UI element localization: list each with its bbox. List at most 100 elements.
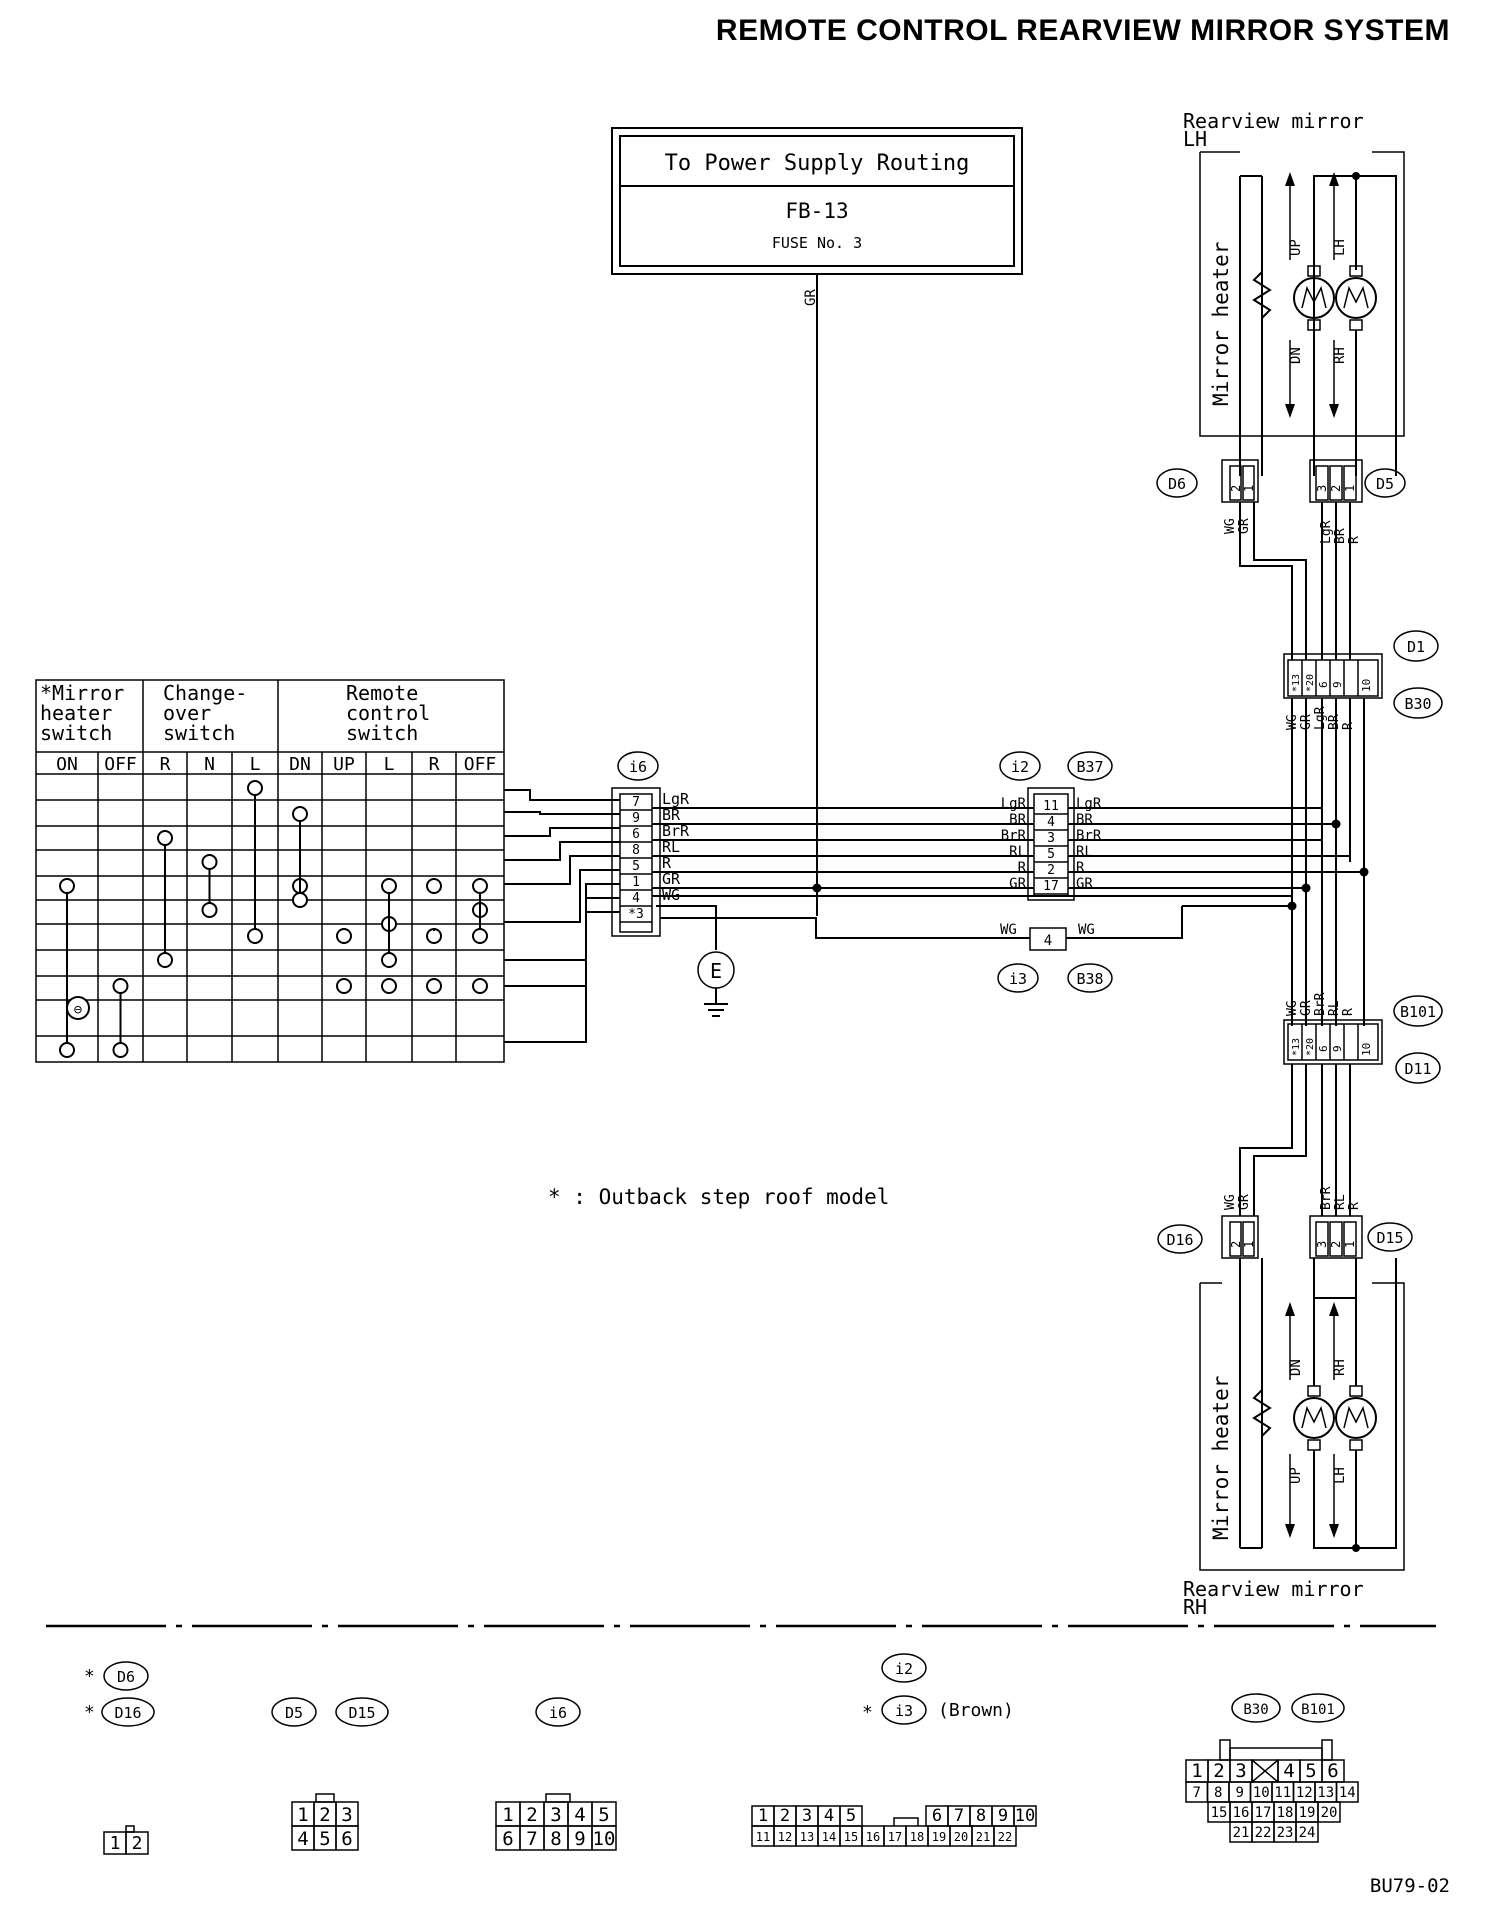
switch-wire [504,841,620,861]
i2-pin-number: 3 [1047,831,1055,846]
legend-pin-number: 18 [910,1830,924,1844]
legend-pin-number: 3 [802,1806,812,1826]
svg-text:WG: WG [1223,1194,1238,1210]
legend-pin-number: 1 [1191,1760,1202,1782]
legend-pin-number: 4 [297,1828,308,1850]
svg-text:*13: *13 [1291,1038,1302,1056]
svg-text:B101: B101 [1400,1003,1436,1021]
remote-control-switch-label: Remote [346,681,418,705]
i2-pin-number: 11 [1043,799,1059,814]
mirror-heater-switch-label: *Mirror [40,681,124,705]
splice-point [1331,819,1341,829]
i2-pin-number: 2 [1047,863,1055,878]
i6-wire-label: GR [662,870,681,888]
svg-text:*20: *20 [1305,1038,1316,1056]
svg-text:D15: D15 [1376,1229,1403,1247]
legend-pin-number: 12 [1296,1785,1313,1801]
legend-pin-number: 17 [888,1830,902,1844]
switch-col-header: ON [56,754,78,775]
lh-rh-label: RH [1332,347,1348,364]
i6-pin-number: 6 [632,827,640,842]
switch-contact [247,928,263,944]
svg-text:RL: RL [1333,1194,1348,1210]
svg-text:10: 10 [1360,679,1373,692]
connector-i3-b38: 4 WG WG i3 B38 [660,906,1183,993]
switch-contact [426,878,442,894]
svg-text:1: 1 [1242,1241,1256,1248]
i6-wire-label: R [662,854,672,872]
i6-pin-number: *3 [628,907,644,922]
svg-text:3: 3 [1315,1241,1329,1248]
svg-text:D5: D5 [1376,475,1394,493]
svg-text:10: 10 [1360,1043,1373,1056]
legend-pin-number: 13 [800,1830,814,1844]
splice-point [1301,883,1311,893]
legend-pin-number: 12 [778,1830,792,1844]
svg-text:control: control [346,701,430,725]
i2-wire-label-right: BR [1076,812,1093,828]
svg-text:B101: B101 [1301,1702,1335,1718]
svg-text:D6: D6 [117,1668,135,1686]
motor-lh-rh-icon [1335,1397,1377,1439]
switch-contact [201,854,218,870]
switch-contact [157,830,173,846]
i2-wire-label-left: R [1018,860,1027,876]
svg-text:BR: BR [1327,714,1342,730]
heater-indicator-glyph: ⊖ [74,1002,83,1018]
connector-d15: BrR RL R 3 2 1 D15 [1309,1186,1413,1259]
i2-wire-label-right: BrR [1076,828,1102,844]
svg-text:2: 2 [1229,1241,1243,1248]
svg-text:E: E [710,959,722,983]
i6-pin-number: 8 [632,843,640,858]
switch-contact [472,928,488,944]
legend-pin-number: 3 [341,1804,352,1826]
rh-dn-label: DN [1288,1359,1304,1376]
svg-text:3: 3 [1315,485,1329,492]
legend-pin-number: 7 [954,1806,964,1826]
svg-text:switch: switch [40,721,112,745]
svg-text:*: * [84,1702,95,1723]
svg-text:BrR: BrR [1319,1186,1334,1210]
i2-wire-label-right: GR [1076,876,1093,892]
switch-wire [504,855,620,885]
power-heading: To Power Supply Routing [665,151,970,176]
legend-pin-number: 9 [998,1806,1008,1826]
svg-text:D16: D16 [1166,1231,1193,1249]
connector-d16: WG GR D16 2 1 [1157,1194,1259,1259]
switch-contact [112,1042,129,1058]
ground-e: E [656,905,735,1017]
switch-contact [201,902,218,918]
legend-pin-number: 7 [1193,1785,1201,1801]
connector-d5: 3 2 1 D5 LgR BR R [1309,459,1406,544]
svg-text:GR: GR [1237,1194,1252,1210]
legend-pin-number: 6 [932,1806,942,1826]
lh-dn-label: DN [1288,347,1304,364]
switch-contact [112,978,129,994]
i2-pin-number: 17 [1043,879,1059,894]
svg-text:B38: B38 [1076,970,1103,988]
legend-pin-number: 4 [824,1806,834,1826]
mirror-lh-label: Rearview mirror [1183,109,1364,133]
switch-col-header: DN [289,754,311,775]
legend-pin-number: 10 [1253,1785,1270,1801]
heater-element-icon [1252,271,1272,319]
legend-pin-number: 14 [1339,1785,1356,1801]
drawing-code: BU79-02 [1370,1875,1450,1897]
legend-pin-number: 9 [574,1828,585,1850]
svg-text:R: R [1341,1008,1356,1016]
i6-pin-number: 7 [632,795,640,810]
i2-wire-label-right: RL [1076,844,1093,860]
legend-pin-number: 15 [1211,1805,1228,1821]
legend-pin-number: 4 [1283,1760,1294,1782]
legend-pin-number: 6 [341,1828,352,1850]
switch-contact [292,892,308,908]
rh-up-label: UP [1288,1467,1304,1484]
rh-lh-label: LH [1332,1467,1348,1484]
legend-pin-number: 3 [550,1804,561,1826]
svg-text:over: over [163,701,211,725]
splice-point [812,883,822,893]
legend-pin-number: 6 [502,1828,513,1850]
mirror-rh-heater-label: Mirror heater [1209,1376,1233,1540]
switch-contact [59,1042,75,1058]
